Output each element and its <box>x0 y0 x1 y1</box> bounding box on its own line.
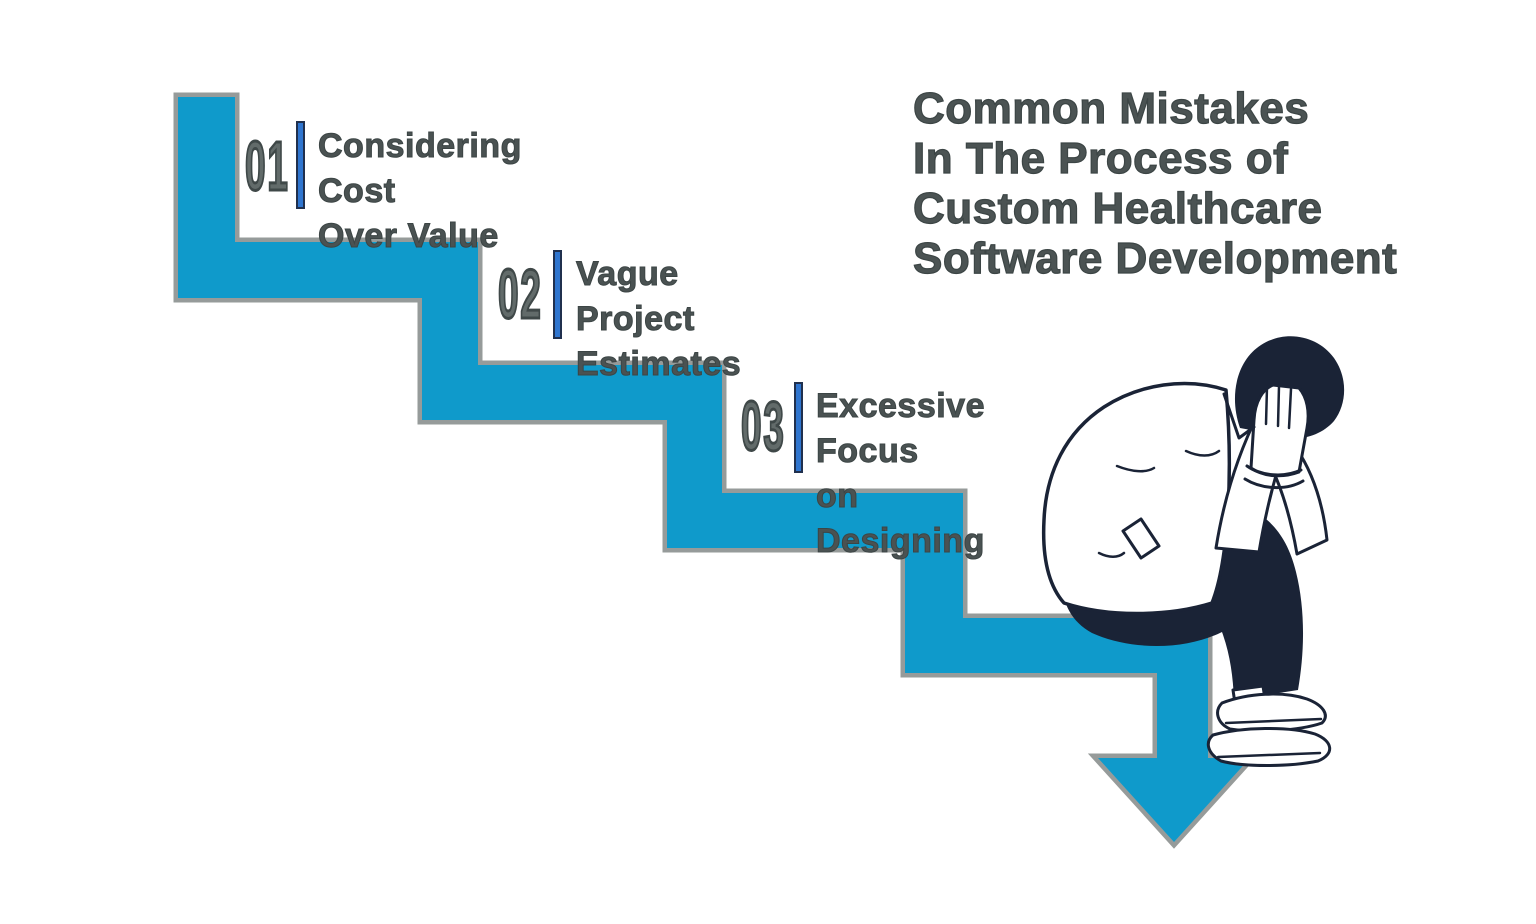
sleeve-cuff-lines <box>1243 464 1305 489</box>
step-2-accent-bar <box>553 250 562 339</box>
person-torso <box>1041 381 1232 616</box>
shirt-collar <box>1222 392 1256 440</box>
step-3-accent-bar <box>794 382 803 473</box>
shirt-pocket <box>1121 517 1161 560</box>
step-3-label: Excessive Focus on Designing <box>816 387 986 561</box>
step-1-accent-bar <box>296 121 305 209</box>
infographic-title: Common Mistakes In The Process of Custom… <box>912 83 1398 283</box>
person-shoe-top <box>1216 692 1327 733</box>
shirt-fold-lines <box>1097 449 1221 558</box>
shoe-bottom-sole-line <box>1216 751 1322 759</box>
staircase-arrow-shape <box>178 97 1250 842</box>
step-3-number: 03 <box>740 387 786 465</box>
sad-person-illustration <box>1041 336 1345 767</box>
step-2-label: Vague Project Estimates <box>575 255 742 384</box>
step-1-number: 01 <box>244 127 290 205</box>
step-1-label: Considering Cost Over Value <box>318 127 522 256</box>
person-shoe-bottom <box>1206 726 1332 767</box>
step-2-number: 02 <box>497 255 543 333</box>
shoe-top-sole-line <box>1224 717 1323 725</box>
hand-finger-lines <box>1264 384 1293 430</box>
